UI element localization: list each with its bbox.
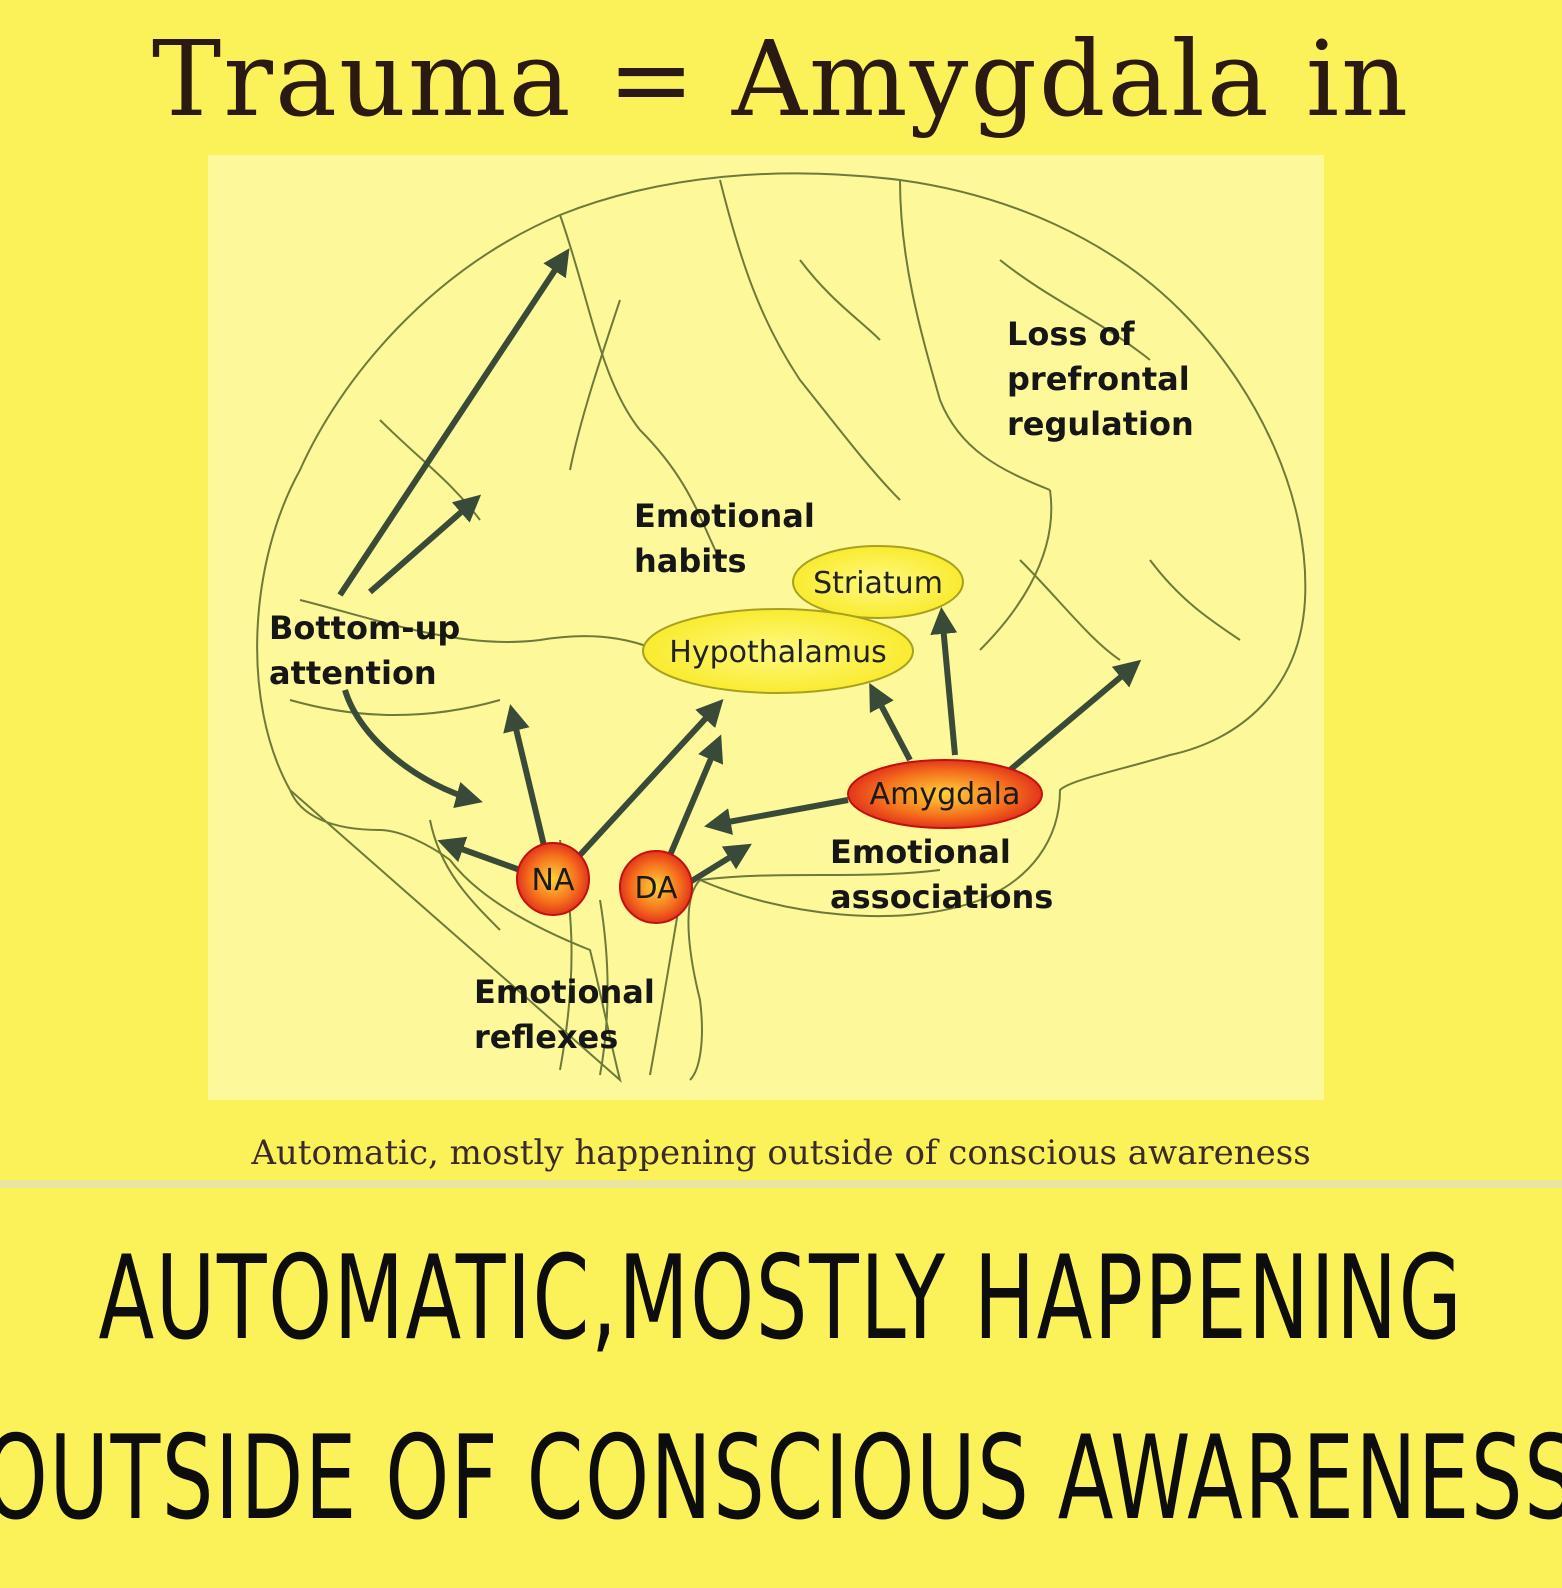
amygdala-label: Amygdala — [870, 777, 1021, 812]
striatum-node: Striatum — [792, 545, 964, 619]
amygdala-node: Amygdala — [847, 759, 1043, 829]
na-label: NA — [532, 863, 575, 898]
da-label: DA — [634, 871, 678, 906]
pathway-arrows — [337, 248, 1142, 885]
divider — [0, 1180, 1562, 1188]
label-loss-prefrontal: Loss of prefrontal regulation — [1007, 315, 1194, 443]
banner-line-1: AUTOMATIC,MOSTLY HAPPENING — [98, 1231, 1464, 1366]
da-node: DA — [619, 850, 693, 924]
brain-outline — [256, 172, 1307, 1083]
hypothalamus-label: Hypothalamus — [669, 635, 886, 670]
banner-line-2: OUTSIDE OF CONSCIOUS AWARENESS — [0, 1411, 1562, 1546]
striatum-label: Striatum — [813, 566, 943, 601]
label-emotional-habits: Emotional habits — [634, 497, 815, 580]
diagram-caption: Automatic, mostly happening outside of c… — [251, 1133, 1311, 1173]
label-emotional-reflexes: Emotional reflexes — [474, 973, 655, 1056]
na-node: NA — [516, 842, 590, 916]
banner: AUTOMATIC,MOSTLY HAPPENING OUTSIDE OF CO… — [0, 1190, 1562, 1588]
hypothalamus-node: Hypothalamus — [642, 608, 914, 694]
label-bottom-up-attention: Bottom-up attention — [269, 609, 461, 692]
label-emotional-associations: Emotional associations — [830, 833, 1054, 916]
